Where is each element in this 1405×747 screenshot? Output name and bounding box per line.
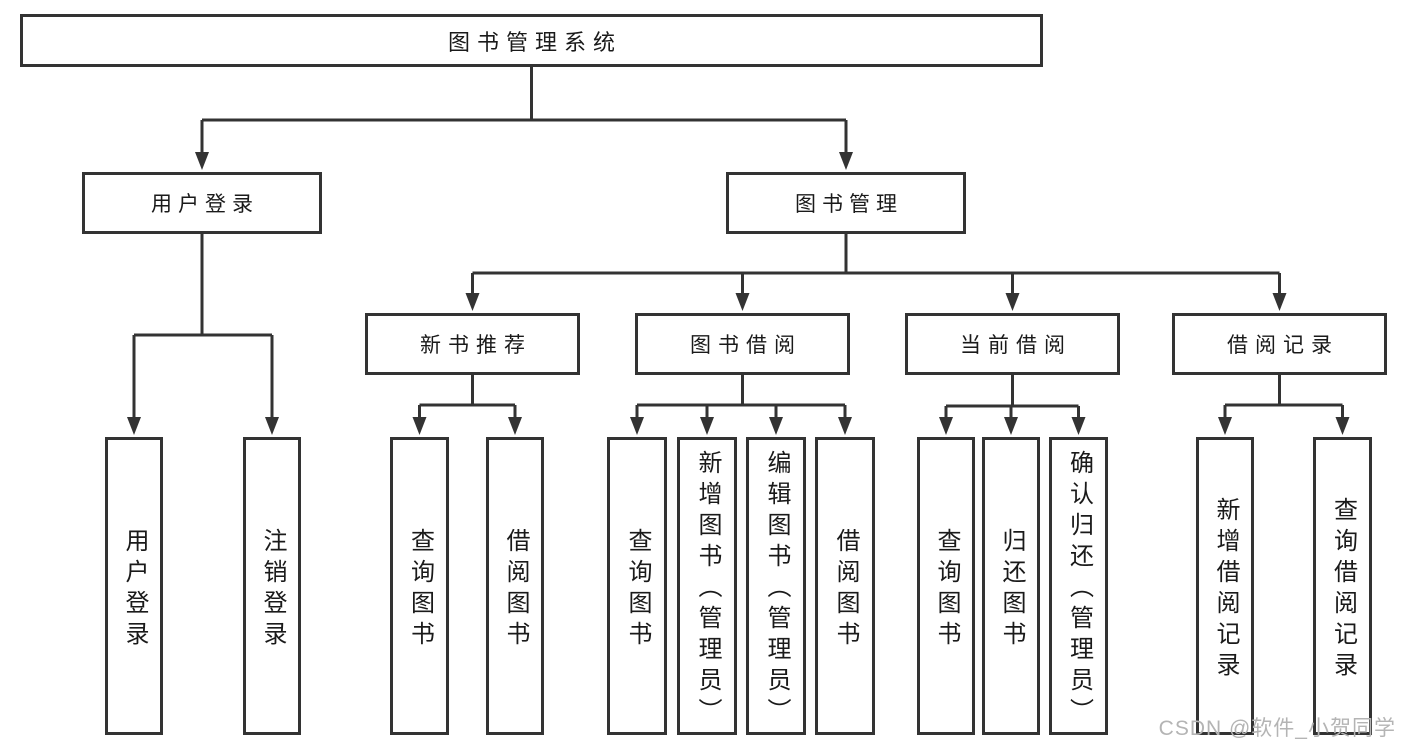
node-library-management-system: 图书管理系统: [20, 14, 1043, 67]
connector-borrow-records: [1223, 375, 1344, 419]
node-label: 借阅图书: [832, 527, 859, 652]
leaf-query-borrow-record: 查询借阅记录: [1313, 437, 1372, 735]
arrowheads: [127, 152, 1350, 435]
node-label: 归还图书: [998, 527, 1025, 652]
connector-current-borrow: [944, 375, 1080, 419]
leaf-confirm-return-admin: 确认归还（管理员）: [1049, 437, 1108, 735]
node-label: 借阅记录: [1227, 334, 1339, 357]
leaf-add-borrow-record: 新增借阅记录: [1196, 437, 1254, 735]
leaf-add-books-admin: 新增图书（管理员）: [677, 437, 737, 735]
node-label: 图书管理: [795, 193, 903, 216]
leaf-user-login: 用户登录: [105, 437, 163, 735]
node-label: 查询图书: [933, 527, 960, 652]
connector-book-borrow: [635, 375, 847, 419]
node-label: 新书推荐: [420, 334, 532, 357]
leaf-borrow-books-2: 借阅图书: [815, 437, 875, 735]
leaf-query-books-2: 查询图书: [607, 437, 667, 735]
node-current-borrow: 当前借阅: [905, 313, 1120, 375]
node-label: 查询图书: [406, 527, 434, 652]
node-label: 借阅图书: [502, 527, 529, 652]
node-label: 图书管理系统: [447, 29, 622, 55]
node-new-book-recommend: 新书推荐: [365, 313, 580, 375]
leaf-edit-books-admin: 编辑图书（管理员）: [746, 437, 806, 735]
node-label: 注销登录: [259, 527, 286, 652]
node-label: 查询借阅记录: [1329, 496, 1357, 683]
node-label: 图书借阅: [690, 334, 802, 357]
node-label: 当前借阅: [960, 334, 1072, 357]
node-label: 用户登录: [151, 193, 259, 216]
connector-new-book-recommend: [418, 375, 517, 419]
leaf-return-books: 归还图书: [982, 437, 1040, 735]
csdn-watermark: CSDN @软件_小贺同学: [1158, 717, 1396, 740]
connector-root: [200, 66, 848, 154]
connector-user-login: [132, 234, 274, 419]
node-book-borrow: 图书借阅: [635, 313, 850, 375]
node-label: 查询图书: [624, 527, 651, 652]
connector-book-management: [471, 234, 1281, 295]
leaf-logout: 注销登录: [243, 437, 301, 735]
leaf-borrow-books-1: 借阅图书: [486, 437, 544, 735]
node-user-login: 用户登录: [82, 172, 322, 234]
leaf-query-books-1: 查询图书: [390, 437, 449, 735]
node-book-management: 图书管理: [726, 172, 966, 234]
leaf-query-books-3: 查询图书: [917, 437, 975, 735]
node-borrow-records: 借阅记录: [1172, 313, 1387, 375]
node-label: 编辑图书（管理员）: [763, 450, 790, 729]
node-label: 新增图书（管理员）: [694, 450, 721, 729]
node-label: 确认归还（管理员）: [1065, 450, 1093, 729]
node-label: 用户登录: [121, 527, 148, 652]
node-label: 新增借阅记录: [1212, 496, 1239, 683]
